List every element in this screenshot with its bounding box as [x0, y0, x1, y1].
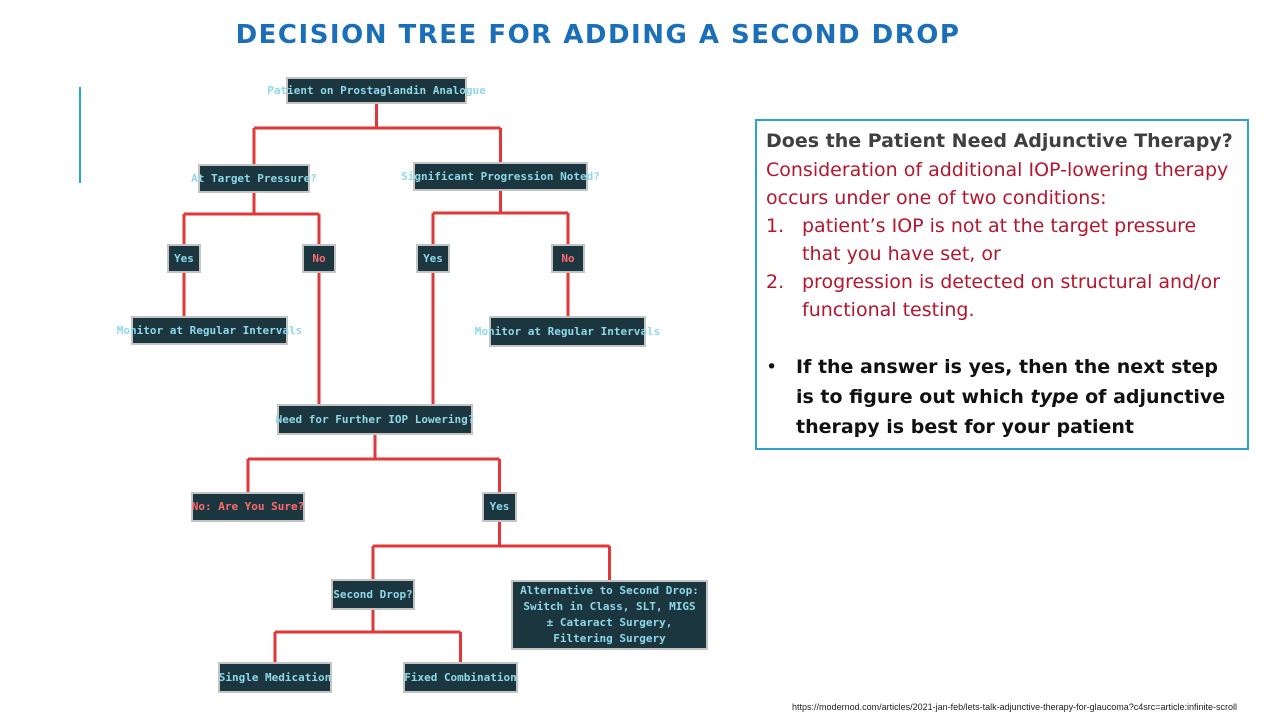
node-second-drop: Second Drop? — [331, 579, 415, 610]
node-monitor-right: Monitor at Regular Intervals — [475, 316, 660, 347]
node-target-yes: Yes — [167, 244, 201, 273]
condition-number: 2. — [766, 271, 785, 293]
condition-text: progression is detected on structural an… — [802, 271, 1220, 321]
conditions-list: 1. patient’s IOP is not at the target pr… — [766, 212, 1237, 324]
slide-title: DECISION TREE FOR ADDING A SECOND DROP — [235, 20, 961, 50]
next-step-text-after: of adjunctive therapy is best for your p… — [796, 386, 1226, 438]
node-monitor-left: Monitor at Regular Intervals — [117, 316, 302, 345]
node-need-yes: Yes — [482, 492, 517, 522]
condition-item: 2. progression is detected on structural… — [766, 268, 1237, 324]
node-need-further: Need for Further IOP Lowering? — [276, 404, 474, 435]
condition-text: patient’s IOP is not at the target press… — [802, 215, 1197, 265]
node-single-medication: Single Medication — [218, 662, 332, 693]
node-fixed-combination: Fixed Combination — [403, 662, 518, 693]
next-step-emphasis: type — [1030, 386, 1079, 408]
node-no-are-you-sure: No: Are You Sure? — [191, 492, 305, 522]
info-box: Does the Patient Need Adjunctive Therapy… — [755, 119, 1249, 450]
condition-item: 1. patient’s IOP is not at the target pr… — [766, 212, 1237, 268]
node-progression-no: No — [551, 244, 585, 273]
bullet-dot: • — [766, 356, 778, 378]
source-url: https://modernod.com/articles/2021-jan-f… — [792, 702, 1237, 712]
node-root: Patient on Prostaglandin Analogue — [267, 77, 486, 104]
node-progression-yes: Yes — [416, 244, 450, 273]
node-target-no: No — [302, 244, 336, 273]
next-step-text: If the answer is yes, then the next step… — [796, 352, 1237, 442]
node-alternative: Alternative to Second Drop: Switch in Cl… — [511, 580, 708, 650]
node-significant-progression: Significant Progression Noted? — [401, 162, 600, 191]
condition-number: 1. — [766, 215, 785, 237]
next-step-bullet: • If the answer is yes, then the next st… — [766, 352, 1237, 442]
node-at-target: At Target Pressure? — [191, 164, 317, 193]
accent-line — [79, 87, 81, 183]
next-step-text-before: If the answer is yes, then the next step… — [796, 356, 1218, 408]
info-intro: Consideration of additional IOP-lowering… — [766, 159, 1229, 209]
info-heading: Does the Patient Need Adjunctive Therapy… — [766, 130, 1233, 152]
